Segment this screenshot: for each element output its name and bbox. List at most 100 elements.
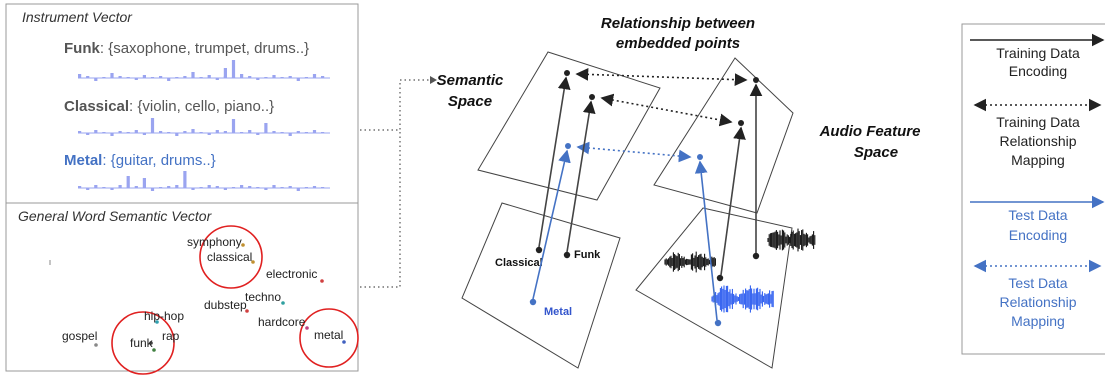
- vector-bar: [159, 76, 163, 78]
- vector-bar: [118, 185, 122, 188]
- audio-input-funk-point: [752, 252, 760, 260]
- word-gospel: gospel: [62, 329, 97, 343]
- vector-bar: [191, 72, 195, 78]
- semantic-metal-embedding: [565, 143, 571, 149]
- audio-input-classical-point: [716, 274, 724, 282]
- vector-bar: [280, 187, 284, 188]
- vector-bar: [142, 75, 146, 78]
- instrument-vector-title: Instrument Vector: [22, 9, 133, 25]
- vector-bar: [207, 133, 211, 135]
- word-funk-dot: [152, 348, 156, 352]
- vector-bar: [167, 78, 171, 81]
- vector-bar: [142, 178, 146, 188]
- vector-bar: [175, 133, 179, 136]
- legend-training-encoding-line2: Encoding: [1009, 63, 1067, 79]
- semantic-classical-embedding: [589, 94, 595, 100]
- vector-bar: [296, 78, 300, 81]
- vector-bar: [231, 187, 236, 188]
- legend-test-encoding-line2: Encoding: [1009, 227, 1067, 243]
- encoding-arrow-metal: [532, 149, 571, 300]
- input-funk-label: Funk: [574, 249, 601, 261]
- vector-bar: [207, 185, 211, 188]
- training-relationship-funk: [575, 68, 748, 86]
- vector-bar: [312, 130, 317, 133]
- vector-bar: [248, 186, 252, 188]
- vector-bar: [288, 186, 292, 188]
- vector-bar: [215, 186, 219, 188]
- vector-bar: [78, 131, 82, 133]
- vector-bar: [240, 74, 244, 78]
- word-electronic: electronic: [266, 267, 317, 281]
- vector-bar: [78, 74, 82, 78]
- vector-bar: [215, 78, 219, 80]
- word-hip-hop: hip-hop: [144, 309, 184, 323]
- vector-bar: [126, 132, 130, 133]
- vector-bar: [191, 129, 195, 133]
- word-to-semantic-connector: [360, 130, 401, 288]
- vector-bar: [118, 131, 122, 133]
- legend-box: [961, 23, 1105, 355]
- connector-arrow-head: [430, 76, 437, 84]
- metal-instruments: : {guitar, drums..}: [102, 152, 215, 169]
- audio-encoding-arrow-classical: [720, 126, 746, 276]
- vector-bar: [312, 186, 317, 188]
- legend-test-mapping-line2: Relationship: [999, 294, 1076, 310]
- legend-test-mapping-line3: Mapping: [1011, 313, 1065, 329]
- vector-bar: [134, 186, 138, 188]
- vector-bar: [199, 187, 203, 188]
- vector-bar: [296, 131, 300, 133]
- word-classical: classical: [207, 250, 252, 264]
- metal-cluster-circle: [299, 308, 359, 368]
- vector-bar: [240, 132, 244, 133]
- input-classical-label: Classical: [495, 257, 543, 269]
- training-relationship-classical: [600, 93, 733, 127]
- vector-bar: [134, 130, 138, 133]
- vector-bar: [94, 130, 98, 133]
- vector-bar: [86, 76, 90, 78]
- vector-bar: [272, 75, 276, 78]
- semantic-space-label-line2: Space: [448, 93, 492, 110]
- vector-bar: [223, 68, 227, 78]
- word-gospel-dot: [94, 343, 98, 347]
- vector-bar: [321, 132, 325, 133]
- vector-bar: [167, 132, 171, 133]
- vector-bar: [321, 187, 325, 188]
- instrument-to-semantic-connector: [360, 79, 430, 131]
- funk-cluster-circle: [111, 311, 175, 375]
- word-hardcore-dot: [305, 326, 309, 330]
- vector-bar: [175, 185, 179, 188]
- vector-bar: [183, 131, 187, 133]
- vector-bar: [272, 131, 276, 133]
- classical-instrument-vector: [78, 118, 330, 136]
- audio-space-plane: [653, 57, 794, 214]
- test-relationship-metal: [576, 141, 692, 163]
- word-classical-dot: [251, 260, 255, 264]
- word-metal-dot: [342, 340, 346, 344]
- word-rap-dot: [149, 341, 153, 345]
- classical-cluster-circle: [199, 225, 263, 289]
- relationship-title-line1: Relationship between: [601, 15, 755, 32]
- vector-bar: [240, 185, 244, 188]
- word-symphony: symphony: [187, 235, 242, 249]
- audio-metal-embedding: [697, 154, 703, 160]
- vector-bar: [110, 188, 114, 190]
- vector-bar: [264, 123, 268, 133]
- funk-instruments: : {saxophone, trumpet, drums..}: [100, 40, 309, 57]
- word-dubstep-dot: [245, 309, 249, 313]
- vector-bar: [256, 187, 260, 188]
- vector-bar: [215, 130, 219, 133]
- vector-bar: [248, 130, 252, 133]
- vector-bar: [110, 133, 114, 136]
- vector-bar: [118, 76, 122, 78]
- vector-bar: [86, 133, 90, 135]
- vector-bar: [199, 132, 203, 133]
- vector-bar: [150, 118, 155, 133]
- vector-bar: [288, 133, 292, 136]
- instrument-vector-panel: [5, 3, 359, 204]
- vector-bar: [231, 60, 236, 78]
- vector-bar: [159, 187, 163, 188]
- encoding-arrow-classical: [538, 76, 571, 248]
- metal-audio-waveform: [711, 285, 774, 313]
- word-electronic-dot: [320, 279, 324, 283]
